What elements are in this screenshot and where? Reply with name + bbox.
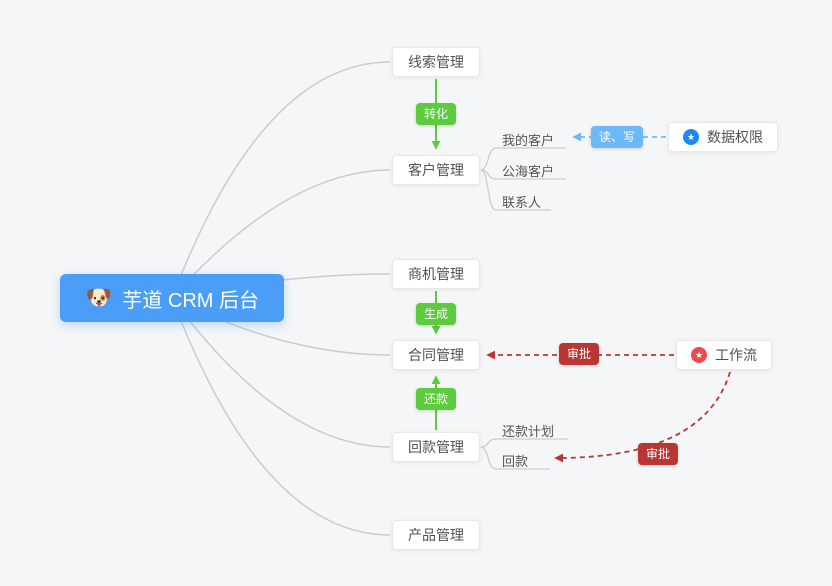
node-customer-management-label: 客户管理	[408, 162, 464, 178]
badge-repay: 还款	[415, 388, 457, 410]
node-data-permission-label: 数据权限	[707, 129, 763, 145]
node-product-management-label: 产品管理	[408, 527, 464, 543]
badge-approve-receipt: 审批	[637, 443, 679, 465]
edge-receivables-receipt	[480, 446, 550, 470]
edge-root-products	[171, 297, 391, 536]
node-opportunity-management[interactable]: 商机管理	[392, 259, 480, 289]
node-opportunity-management-label: 商机管理	[408, 266, 464, 282]
node-receivable-management-label: 回款管理	[408, 439, 464, 455]
arrow-workflow-to-receipt	[554, 371, 731, 463]
edge-customers-contacts	[480, 169, 551, 211]
node-product-management[interactable]: 产品管理	[392, 520, 480, 550]
workflow-star-icon: ★	[691, 347, 707, 363]
dog-mascot-icon: 🐶	[84, 285, 113, 310]
node-receivable-management[interactable]: 回款管理	[392, 432, 480, 462]
subitem-repayment-plan[interactable]: 还款计划	[502, 424, 555, 439]
subitem-pool-customers[interactable]: 公海客户	[502, 164, 555, 179]
edge-root-leads	[171, 61, 391, 299]
data-permission-star-icon: ★	[683, 129, 699, 145]
node-lead-management[interactable]: 线索管理	[392, 47, 480, 77]
node-lead-management-label: 线索管理	[408, 54, 464, 70]
edge-customers-my-customers	[480, 147, 566, 171]
node-workflow-label: 工作流	[715, 347, 757, 363]
root-node-label: 芋道 CRM 后台	[122, 289, 260, 312]
edge-root-customers	[171, 169, 391, 299]
badge-approve-contract: 审批	[558, 343, 600, 365]
node-contract-management-label: 合同管理	[408, 347, 464, 363]
subitem-receipt[interactable]: 回款	[502, 454, 529, 469]
node-customer-management[interactable]: 客户管理	[392, 155, 480, 185]
subitem-my-customers[interactable]: 我的客户	[502, 133, 555, 148]
node-contract-management[interactable]: 合同管理	[392, 340, 480, 370]
badge-convert: 转化	[415, 103, 457, 125]
badge-read-write: 读、写	[590, 126, 644, 148]
edge-receivables-repayment-plan	[480, 438, 568, 448]
edge-root-receivables	[171, 297, 391, 448]
badge-generate: 生成	[415, 303, 457, 325]
node-data-permission[interactable]: ★ 数据权限	[668, 122, 778, 152]
node-workflow[interactable]: ★ 工作流	[676, 340, 772, 370]
root-node-crm-backend[interactable]: 🐶 芋道 CRM 后台	[60, 274, 284, 322]
subitem-contacts[interactable]: 联系人	[502, 195, 542, 210]
